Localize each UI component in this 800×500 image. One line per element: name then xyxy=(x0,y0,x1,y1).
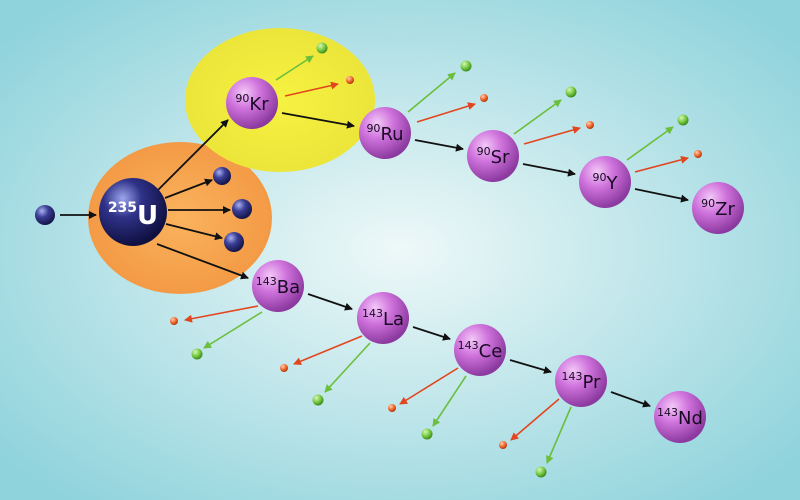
emission-arrow-upper-7 xyxy=(626,126,674,161)
nuclide-sr: 90Sr xyxy=(467,130,519,182)
svg-text:143Nd: 143Nd xyxy=(657,406,703,429)
emission-arrow-lower-8 xyxy=(546,406,572,464)
released-neutron-1 xyxy=(213,167,231,185)
nuclide-zr: 90Zr xyxy=(692,182,744,234)
neutron-arrow-3 xyxy=(165,223,223,241)
nuclide-ba: 143Ba xyxy=(252,260,304,312)
nuclide-mass: 143 xyxy=(362,307,383,320)
nuclide-symbol: Kr xyxy=(249,94,269,115)
gamma-particle xyxy=(677,114,689,126)
nuclide-nd: 143Nd xyxy=(654,391,706,443)
emission-arrow-lower-2 xyxy=(203,311,263,349)
emission-arrow-lower-5 xyxy=(399,367,459,405)
particles-layer xyxy=(170,42,702,478)
beta-particle xyxy=(346,76,354,84)
released-neutron-3 xyxy=(224,232,244,252)
nuclide-symbol: Nd xyxy=(678,408,703,429)
nuclide-ru: 90Ru xyxy=(359,107,411,159)
gamma-particle xyxy=(460,60,472,72)
beta-particle xyxy=(480,94,488,102)
decay-arrow-sr-y xyxy=(522,163,576,177)
fission-arrow-ba xyxy=(156,243,249,280)
svg-text:90Y: 90Y xyxy=(593,171,619,194)
beta-particle xyxy=(694,150,702,158)
emission-arrow-upper-3 xyxy=(407,72,456,113)
svg-text:235U: 235U xyxy=(108,200,158,231)
nuclide-la: 143La xyxy=(357,292,409,344)
svg-text:143Ce: 143Ce xyxy=(458,339,503,362)
fission-arrow-kr xyxy=(157,119,229,191)
gamma-particle xyxy=(316,42,328,54)
uranium-mass: 235 xyxy=(108,200,137,216)
beta-particle xyxy=(499,441,507,449)
decay-arrow-y-zr xyxy=(634,188,689,203)
beta-particle xyxy=(280,364,288,372)
nuclide-symbol: Ce xyxy=(479,341,503,362)
nuclide-symbol: Y xyxy=(606,173,619,194)
svg-text:90Sr: 90Sr xyxy=(477,145,510,168)
emission-arrow-upper-4 xyxy=(416,102,476,123)
released-neutron-2 xyxy=(232,199,252,219)
svg-text:90Zr: 90Zr xyxy=(701,197,735,220)
svg-text:143Ba: 143Ba xyxy=(256,275,300,298)
krypton-glow xyxy=(185,28,375,172)
incoming-neutron xyxy=(35,205,55,225)
decay-arrow-ba-la xyxy=(307,293,353,311)
emission-arrow-upper-2 xyxy=(284,81,339,97)
decay-arrow-la-ce xyxy=(412,326,451,341)
emission-arrow-lower-6 xyxy=(432,375,467,427)
nuclide-pr: 143Pr xyxy=(555,355,607,407)
nuclide-ce: 143Ce xyxy=(454,324,506,376)
decay-arrow-ce-pr xyxy=(509,359,552,374)
decay-arrow-pr-nd xyxy=(610,391,651,408)
nuclide-mass: 143 xyxy=(657,406,678,419)
emission-arrow-lower-1 xyxy=(184,305,259,323)
neutron-arrow-1 xyxy=(164,178,213,199)
svg-text:143La: 143La xyxy=(362,307,404,330)
gamma-particle xyxy=(565,86,577,98)
nuclide-symbol: La xyxy=(383,309,404,330)
gamma-particle xyxy=(535,466,547,478)
emission-arrow-lower-7 xyxy=(510,398,560,441)
nuclide-mass: 90 xyxy=(593,171,607,184)
arrows-layer xyxy=(60,55,689,464)
beta-particle xyxy=(170,317,178,325)
nuclide-mass: 90 xyxy=(477,145,491,158)
nuclide-symbol: Ru xyxy=(380,124,403,145)
nuclide-symbol: Sr xyxy=(491,147,510,168)
nuclide-symbol: Ba xyxy=(277,277,300,298)
nuclide-symbol: Zr xyxy=(715,199,735,220)
beta-particle xyxy=(388,404,396,412)
nuclide-kr: 90Kr xyxy=(226,77,278,129)
emission-arrow-upper-1 xyxy=(275,55,314,81)
nuclides-layer: 90Kr 90Ru 90Sr 90Y 90Zr xyxy=(226,77,744,443)
nuclide-mass: 143 xyxy=(458,339,479,352)
svg-text:90Ru: 90Ru xyxy=(366,122,403,145)
gamma-particle xyxy=(312,394,324,406)
emission-arrow-lower-3 xyxy=(293,335,363,366)
nuclide-symbol: Pr xyxy=(583,372,602,393)
emission-arrow-upper-8 xyxy=(634,155,689,173)
emission-arrow-lower-4 xyxy=(324,342,371,393)
nuclide-mass: 143 xyxy=(256,275,277,288)
svg-text:143Pr: 143Pr xyxy=(562,370,602,393)
gamma-particle xyxy=(191,348,203,360)
nuclide-mass: 90 xyxy=(701,197,715,210)
nuclide-y: 90Y xyxy=(579,156,631,208)
nuclide-mass: 90 xyxy=(235,92,249,105)
decay-arrow-kr-ru xyxy=(281,112,355,129)
nuclide-mass: 90 xyxy=(366,122,380,135)
beta-particle xyxy=(586,121,594,129)
gamma-particle xyxy=(421,428,433,440)
svg-text:90Kr: 90Kr xyxy=(235,92,269,115)
emission-arrow-upper-5 xyxy=(513,99,562,135)
uranium-nucleus: 235U xyxy=(99,178,167,246)
emission-arrow-upper-6 xyxy=(523,126,581,145)
uranium-symbol: U xyxy=(137,201,158,231)
decay-arrow-ru-sr xyxy=(414,139,464,152)
nuclide-mass: 143 xyxy=(562,370,583,383)
